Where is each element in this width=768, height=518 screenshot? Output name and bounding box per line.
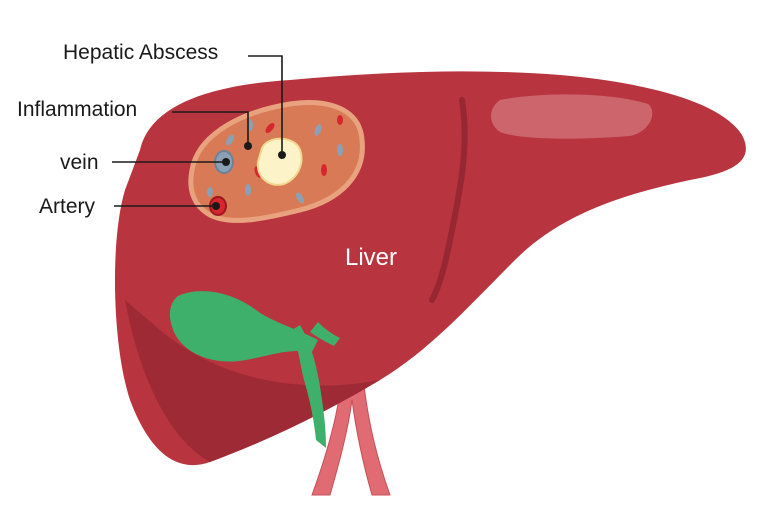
- dot-hepatic-abscess: [278, 151, 286, 159]
- lobe-division: [429, 97, 468, 303]
- liver-shadow: [125, 300, 380, 462]
- leader-inflammation: [172, 111, 249, 146]
- leader-dots: [212, 142, 286, 210]
- dot-inflammation: [244, 142, 252, 150]
- bile-duct: [292, 325, 326, 448]
- label-vein: vein: [60, 151, 99, 174]
- hepatic-vessel: [311, 329, 391, 496]
- leader-hepatic-abscess: [248, 55, 283, 155]
- label-artery: Artery: [39, 195, 96, 218]
- label-hepatic-abscess: Hepatic Abscess: [63, 41, 219, 64]
- leader-lines: [112, 55, 283, 207]
- dot-artery: [212, 202, 220, 210]
- abscess: [256, 137, 303, 186]
- bile-duct-branch: [310, 322, 340, 346]
- gallbladder: [169, 291, 318, 362]
- label-inflammation: Inflammation: [17, 98, 138, 121]
- dot-vein: [222, 158, 230, 166]
- label-liver: Liver: [345, 244, 398, 271]
- liver-highlight: [491, 94, 653, 139]
